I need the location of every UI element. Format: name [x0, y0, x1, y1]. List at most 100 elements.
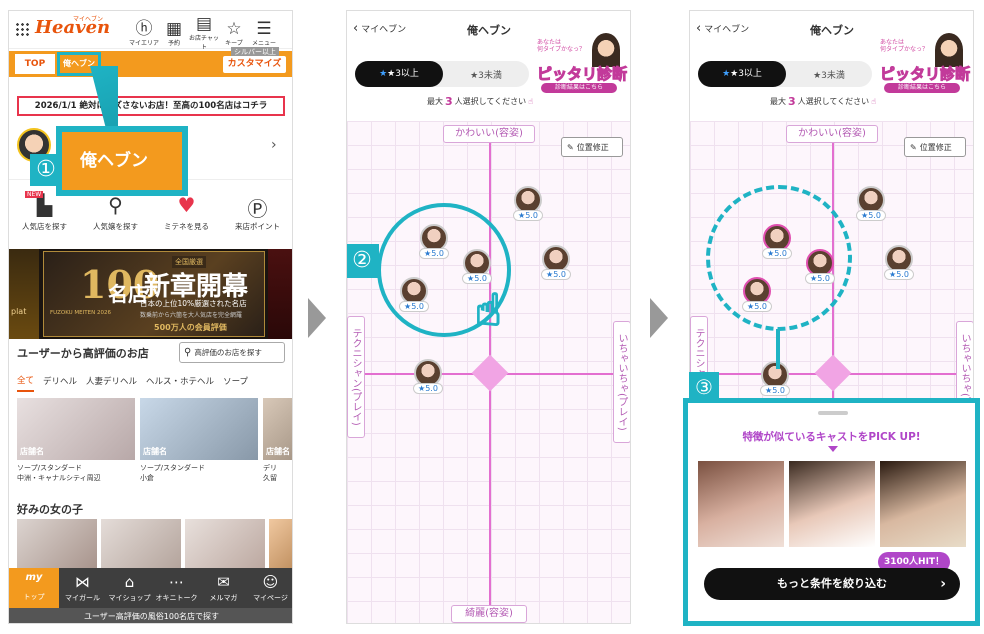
menu-icon[interactable]: ☰メニュー: [251, 18, 276, 47]
mail-icon: ✉: [217, 573, 230, 591]
rating-toggle: ★★3以上 ★3未満: [355, 61, 529, 87]
toggle-on[interactable]: ★★3以上: [355, 61, 443, 87]
section-title: ユーザーから高評価のお店: [17, 347, 149, 360]
ad-line2: 何タイプかなっ？: [537, 46, 586, 53]
cast-photo[interactable]: [880, 461, 966, 547]
filter-tab[interactable]: 人妻デリヘル: [86, 377, 138, 387]
nav-talk[interactable]: ⋯オキニトーク: [153, 573, 200, 603]
cast-avatar[interactable]: ★5.0: [760, 361, 790, 403]
page-title: 俺ヘブン: [810, 24, 854, 37]
cast-avatar[interactable]: ★5.0: [884, 245, 914, 287]
search-shop-icon: ▙NEW: [25, 190, 53, 217]
shop-name: 店舗名: [143, 447, 167, 456]
ad-face: [935, 33, 963, 67]
promo-badge: 全国厳選: [172, 256, 206, 268]
nav-my-shop[interactable]: ⌂マイショップ: [106, 573, 153, 603]
chat-icon[interactable]: ▤お店チャット: [189, 14, 219, 51]
section-title: 好みの女の子: [17, 503, 83, 516]
fix-position-button[interactable]: ✎位置修正: [561, 137, 623, 157]
footer-bar[interactable]: ユーザー高評価の風俗100名店で探す: [9, 608, 292, 623]
star-icon[interactable]: ☆キープ: [225, 18, 243, 47]
fix-position-button[interactable]: ✎位置修正: [904, 137, 966, 157]
ad-line1: あなたは: [880, 39, 905, 46]
diagnosis-ad[interactable]: あなたは 何タイプかなっ？ ピッタリ診断 診断結果はこちら: [536, 33, 628, 95]
callout-number: ③: [689, 372, 719, 402]
nav-my-girl[interactable]: ⋈マイガール: [59, 573, 106, 603]
hit-count-badge: 3100人HIT！: [878, 552, 951, 572]
ad-line2: 何タイプかなっ？: [880, 46, 929, 53]
promo-subtitle: 日本の上位10%厳選された名店: [140, 299, 247, 308]
calendar-icon[interactable]: ▦予約: [165, 18, 183, 47]
character-map[interactable]: かわいい(容姿) 綺麗(容姿) テクニシャン(プレイ) いちゃいちゃ(プレイ) …: [347, 121, 630, 623]
girl-photo[interactable]: [101, 519, 181, 569]
promo-banner[interactable]: plat 100 名店 FUZOKU MEITEN 2026 全国厳選 新章開幕…: [9, 249, 292, 339]
center-diamond: [471, 354, 509, 392]
cast-avatar[interactable]: ★5.0: [513, 186, 543, 228]
quick-label: 人気店を探す: [22, 221, 67, 231]
ad-sub: 診断結果はこちら: [541, 83, 617, 93]
ad-title: ピッタリ診断: [879, 65, 971, 84]
chevron-right-icon[interactable]: ›: [271, 137, 277, 153]
cast-avatar[interactable]: ★5.0: [413, 359, 443, 401]
selection-circle: [706, 185, 852, 331]
search-girl-icon: ⚲: [108, 192, 123, 217]
toggle-off[interactable]: ★3未満: [470, 70, 502, 81]
promo-footer: 500万人の会員評価: [154, 323, 227, 332]
quick-label: ミテネを見る: [164, 221, 209, 231]
customize-button[interactable]: カスタマイズ: [223, 56, 286, 73]
hand-pointer-icon: ☝: [871, 97, 877, 106]
toggle-on[interactable]: ★★3以上: [698, 61, 786, 87]
quick-popular-shop[interactable]: ▙NEW 人気店を探す: [9, 190, 80, 232]
talk-icon: ⋯: [169, 573, 184, 591]
back-button[interactable]: ‹ マイヘブン: [696, 21, 750, 36]
top100-banner[interactable]: 2026/1/1 絶対にハズさないお店！至高の100名店はコチラ: [17, 96, 285, 116]
point-icon: Ⓟ: [247, 196, 268, 221]
toggle-off[interactable]: ★3未満: [813, 70, 845, 81]
heaven-logo[interactable]: Heaven: [35, 17, 111, 38]
filter-tab[interactable]: 全て: [17, 374, 35, 392]
filter-tab[interactable]: ソープ: [223, 377, 249, 387]
shop-card[interactable]: 店舗名 デリ 久留: [263, 398, 292, 490]
cast-avatar[interactable]: ★5.0: [856, 186, 886, 228]
quick-popular-girl[interactable]: ⚲ 人気嬢を探す: [80, 193, 151, 232]
axis-top-label: かわいい(容姿): [786, 125, 878, 143]
nav-mypage[interactable]: ☺マイページ: [247, 573, 292, 603]
ad-title: ピッタリ診断: [536, 65, 628, 84]
cast-photo[interactable]: [698, 461, 784, 547]
filter-tab[interactable]: デリヘル: [43, 377, 78, 387]
sheet-handle[interactable]: [818, 411, 848, 415]
refine-button[interactable]: もっと条件を絞り込む›: [704, 568, 960, 600]
nav-mail[interactable]: ✉メルマガ: [200, 573, 247, 603]
tab-ore-heaven[interactable]: 俺ヘブン: [57, 52, 101, 76]
cast-avatar[interactable]: ★5.0: [541, 245, 571, 287]
shop-area: 久留: [263, 474, 277, 482]
my-heaven-icon: my: [25, 572, 43, 583]
axis-right-label: いちゃいちゃ(プレイ): [613, 321, 630, 443]
girl-photo[interactable]: [185, 519, 265, 569]
ad-line1: あなたは: [537, 39, 562, 46]
quick-label: 人気嬢を探す: [93, 221, 138, 231]
selection-circle: [377, 203, 511, 337]
shop-card[interactable]: 店舗名 ソープ/スタンダード 中洲・キャナルシティ周辺: [17, 398, 135, 490]
back-button[interactable]: ‹ マイヘブン: [353, 21, 407, 36]
ad-sub: 診断結果はこちら: [884, 83, 960, 93]
shop-card[interactable]: 店舗名 ソープ/スタンダード 小倉: [140, 398, 258, 490]
shop-area: 中洲・キャナルシティ周辺: [17, 474, 101, 482]
grid-menu-icon[interactable]: [15, 22, 31, 36]
girl-photo[interactable]: [17, 519, 97, 569]
search-shop-button[interactable]: ⚲高評価のお店を探す: [179, 342, 285, 363]
cast-photo[interactable]: [789, 461, 875, 547]
girl-photo[interactable]: [269, 519, 292, 569]
filter-tab[interactable]: ヘルス・ホテヘル: [146, 377, 215, 387]
heart-icon: ♥: [177, 192, 196, 217]
diagnosis-ad[interactable]: あなたは 何タイプかなっ？ ピッタリ診断 診断結果はこちら: [879, 33, 971, 95]
tab-top[interactable]: TOP: [15, 54, 55, 74]
quick-label: 来店ポイント: [235, 221, 280, 231]
shop-name: 店舗名: [20, 447, 44, 456]
quick-mitene[interactable]: ♥ ミテネを見る: [151, 193, 222, 232]
promo-main: 100 名店 FUZOKU MEITEN 2026 全国厳選 新章開幕 日本の上…: [43, 251, 265, 337]
